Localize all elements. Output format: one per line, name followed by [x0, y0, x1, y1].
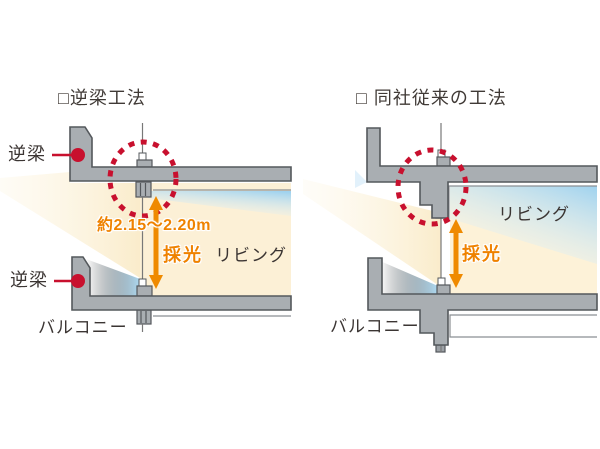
left-living-sky-light	[148, 191, 291, 216]
inverted-beam-label-bottom: 逆梁	[10, 270, 48, 290]
ceiling-height-dimension-label: 約2.15〜2.20m	[97, 217, 212, 234]
inverted-beam-pointer-top	[52, 148, 85, 162]
right-daylight-arrow	[449, 219, 463, 288]
right-diagram-title: □ 同社従来の工法	[356, 88, 507, 108]
left-highlight-dotted-circle	[107, 139, 179, 219]
right-ceiling-lines	[448, 185, 597, 338]
right-daylight-label: 採光	[462, 244, 502, 264]
right-light-cone	[303, 179, 441, 287]
right-lower-wall-slab-drop-beam	[367, 257, 598, 346]
left-light-cone	[0, 172, 140, 278]
inverted-beam-pointer-bottom	[54, 274, 85, 288]
left-window-sash-lower	[136, 278, 153, 332]
left-living-label: リビング	[215, 246, 287, 265]
right-upper-sky-sliver	[355, 170, 367, 188]
left-diagram-title: □逆梁工法	[58, 88, 146, 108]
right-balcony-label: バルコニー	[330, 317, 420, 336]
right-highlight-dotted-circle	[395, 147, 469, 227]
inverted-beam-label-top: 逆梁	[8, 144, 46, 164]
left-lower-inverted-beam-slab	[71, 256, 292, 311]
left-window-sash-upper	[135, 123, 153, 279]
right-living-label: リビング	[498, 205, 570, 224]
left-balcony-sky-light	[86, 259, 140, 297]
left-daylight-label: 採光	[163, 245, 203, 265]
left-ceiling-lines	[153, 189, 291, 317]
left-balcony-label: バルコニー	[38, 318, 128, 337]
right-living-sky-light	[450, 186, 597, 264]
right-balcony-sky-light	[380, 261, 438, 294]
left-upper-inverted-beam-slab	[69, 126, 292, 182]
left-daylight-arrow	[149, 196, 163, 289]
